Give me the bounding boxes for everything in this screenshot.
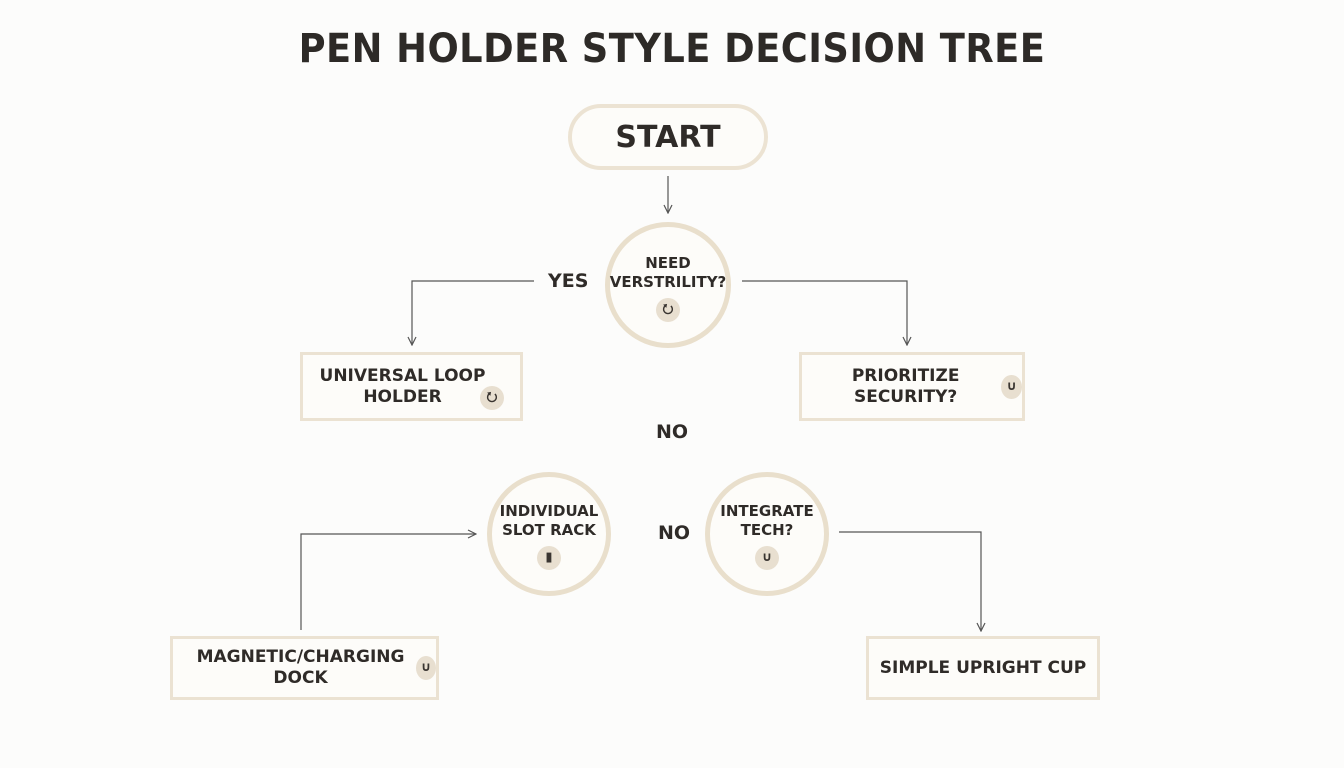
integrate-tech-node: INTEGRATE TECH? ∪: [705, 472, 829, 596]
universal-loop-holder-node: UNIVERSAL LOOP HOLDER ⭮: [300, 352, 523, 421]
individual-slot-rack-label: INDIVIDUAL SLOT RACK: [499, 502, 599, 539]
slot-rack-icon: ▮: [537, 546, 561, 570]
diagram-title: PEN HOLDER STYLE DECISION TREE: [298, 26, 1046, 72]
loop-icon: ⭮: [480, 386, 504, 410]
start-label: START: [615, 119, 721, 155]
magnet-icon: ∪: [755, 546, 779, 570]
integrate-tech-label: INTEGRATE TECH?: [720, 502, 814, 539]
magnetic-charging-dock-node: MAGNETIC/CHARGING DOCK ∪: [170, 636, 439, 700]
arrow-yes-to-universal: [412, 280, 534, 345]
loop-icon: ⭮: [656, 298, 680, 322]
no-label-2: NO: [658, 522, 691, 544]
need-versatility-node: NEED VERSTRILITY? ⭮: [605, 222, 731, 348]
no-label-1: NO: [656, 421, 689, 443]
arrow-dock-to-slot: [300, 534, 476, 630]
start-node: START: [568, 104, 768, 170]
individual-slot-rack-node: INDIVIDUAL SLOT RACK ▮: [487, 472, 611, 596]
simple-upright-cup-node: SIMPLE UPRIGHT CUP: [866, 636, 1100, 700]
need-versatility-label: NEED VERSTRILITY?: [609, 254, 727, 291]
prioritize-security-node: PRIORITIZE SECURITY? ∪: [799, 352, 1025, 421]
simple-upright-cup-label: SIMPLE UPRIGHT CUP: [879, 657, 1087, 678]
universal-loop-holder-label: UNIVERSAL LOOP HOLDER: [319, 365, 486, 407]
arrow-tech-to-cup: [839, 531, 981, 631]
yes-label: YES: [548, 270, 589, 292]
magnet-icon: ∪: [416, 656, 436, 680]
magnet-icon: ∪: [1001, 374, 1022, 399]
arrow-no-to-security: [742, 280, 907, 345]
prioritize-security-label: PRIORITIZE SECURITY?: [851, 365, 960, 407]
magnetic-charging-dock-label: MAGNETIC/CHARGING DOCK: [196, 647, 405, 688]
